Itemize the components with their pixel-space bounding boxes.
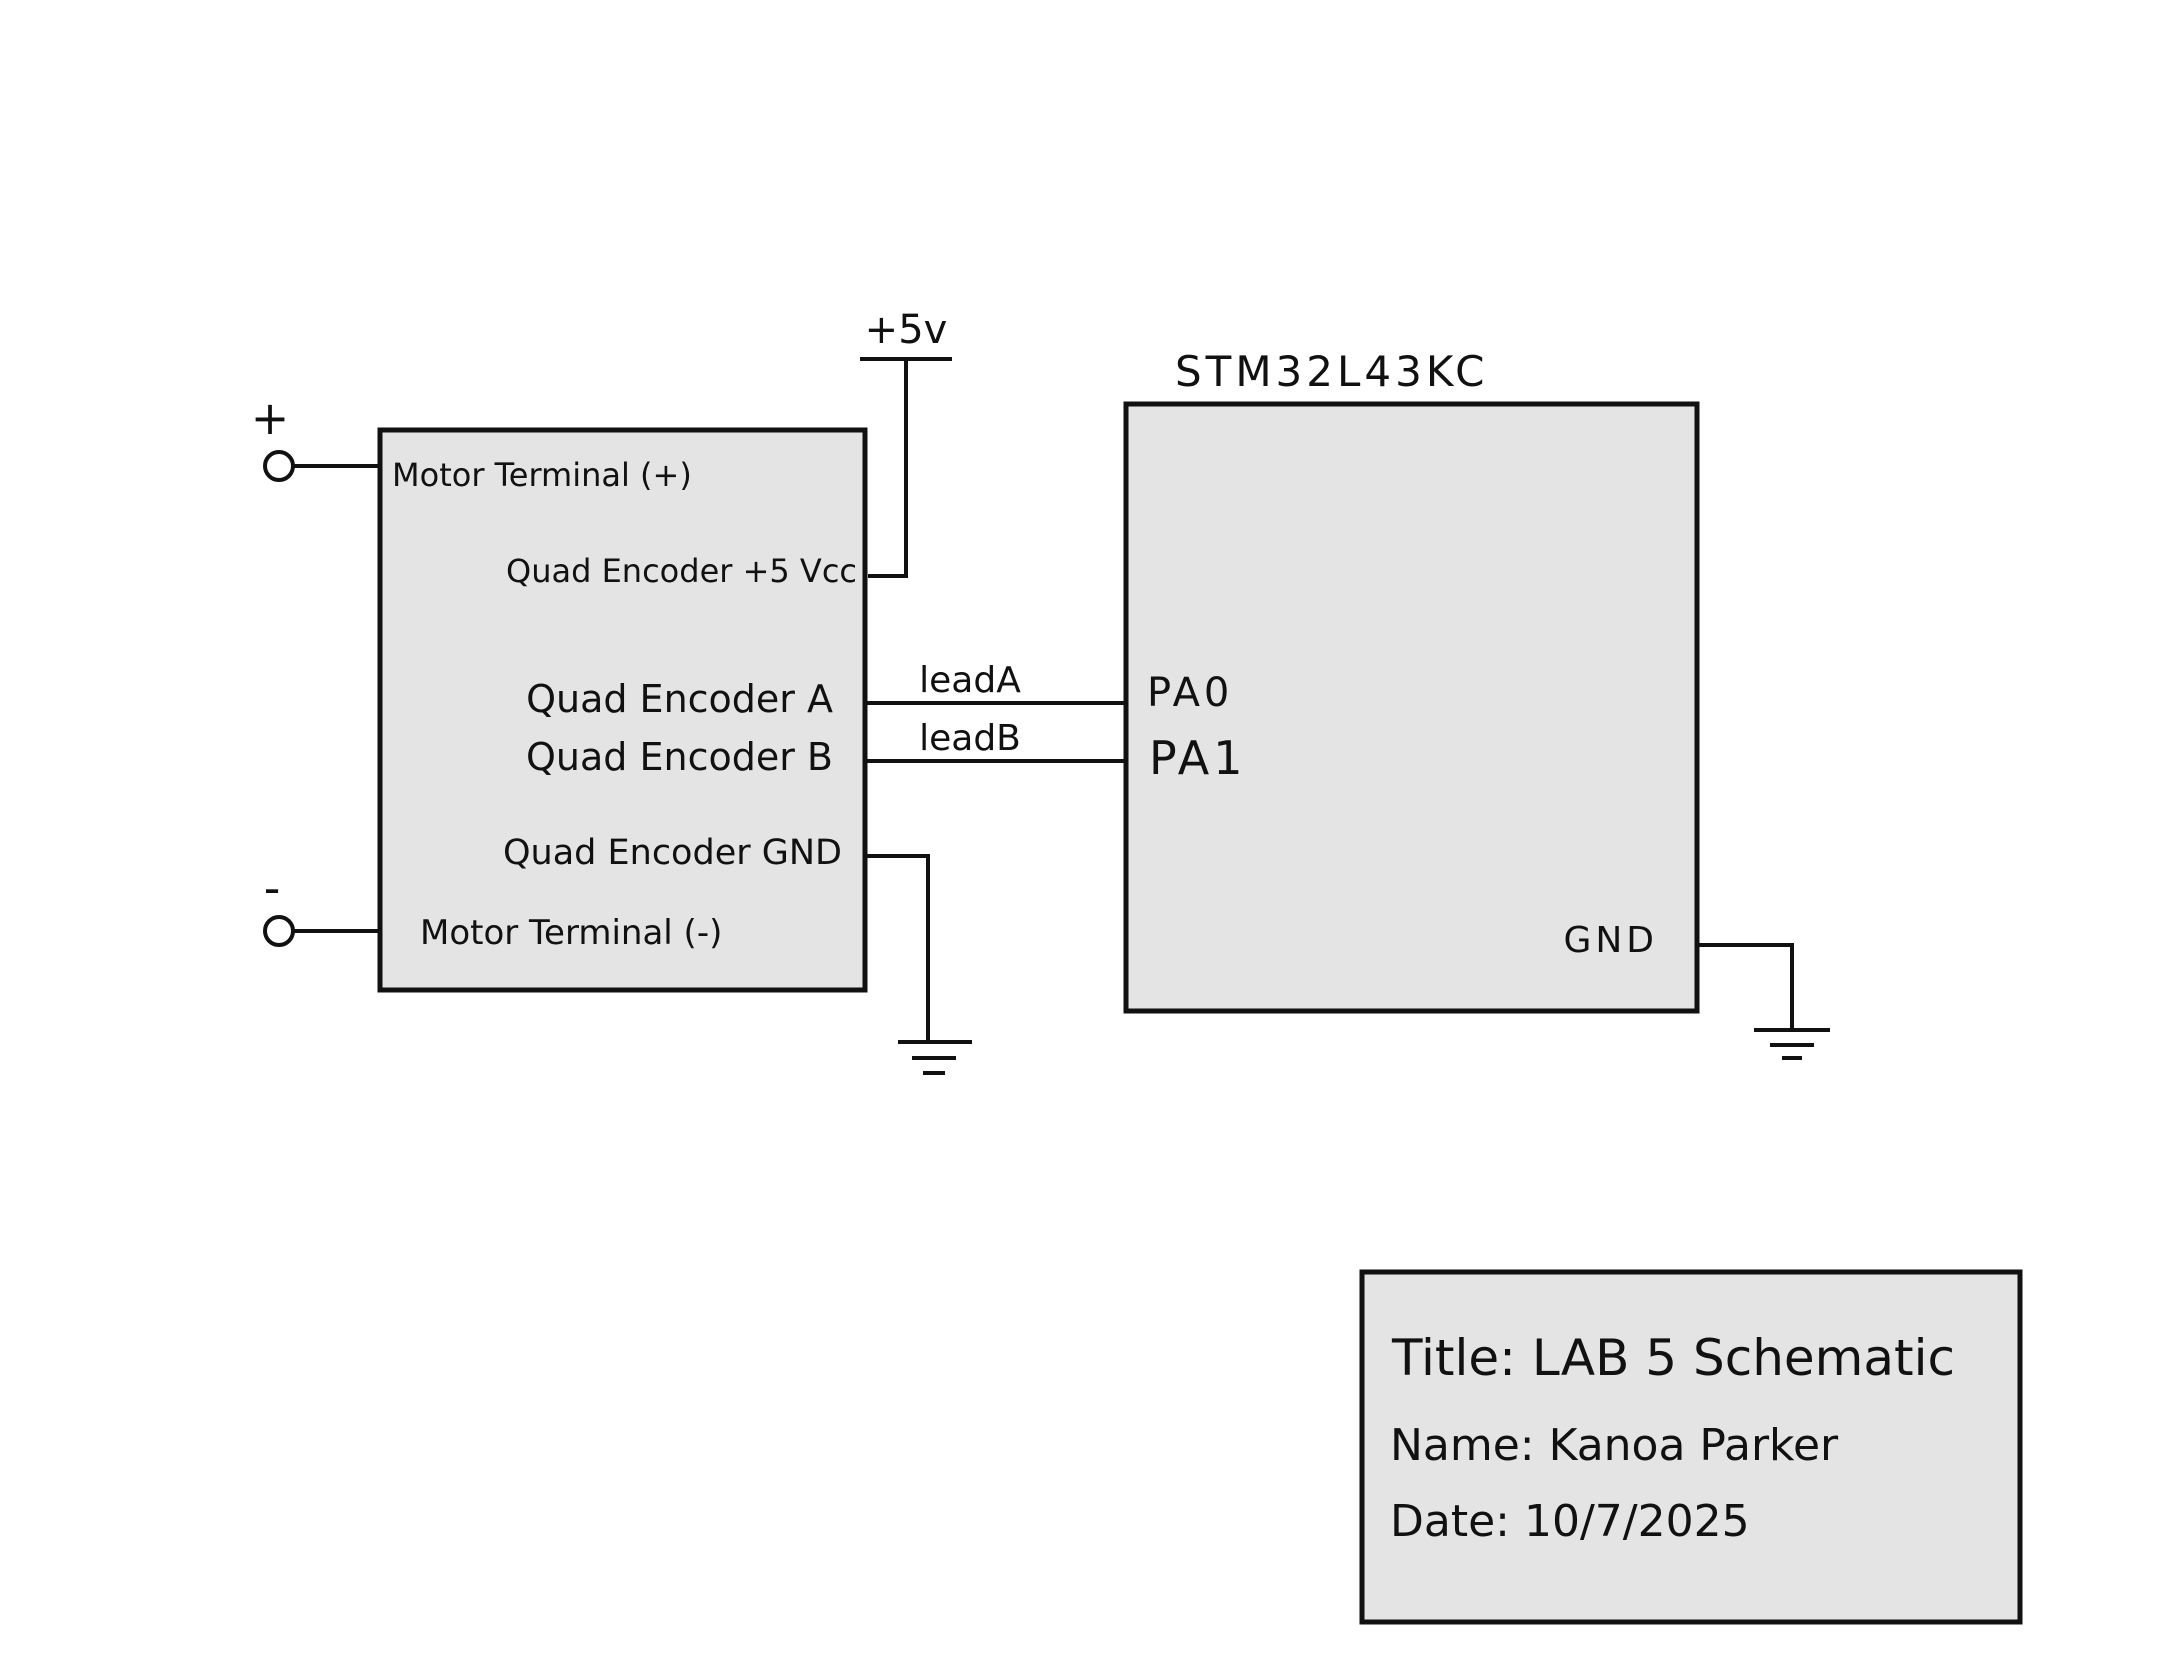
pin-pa1: PA1 (1149, 731, 1247, 785)
title-text: Title: LAB 5 Schematic (1391, 1329, 1955, 1387)
plus-terminal-icon (263, 450, 295, 482)
date-text: Date: 10/7/2025 (1390, 1496, 1750, 1547)
pin-encoder-a: Quad Encoder A (526, 677, 833, 721)
title-block: Title: LAB 5 Schematic Name: Kanoa Parke… (1359, 1269, 2023, 1625)
plus-symbol: + (251, 391, 290, 445)
title-block-outline (1359, 1269, 2023, 1625)
lead-b-label: leadB (919, 718, 1021, 759)
encoder-ground (864, 854, 972, 1075)
motor-block-outline (377, 427, 868, 993)
pin-encoder-b: Quad Encoder B (526, 735, 833, 779)
pin-gnd: GND (1563, 920, 1658, 961)
pin-encoder-gnd: Quad Encoder GND (503, 833, 842, 873)
mcu-block: STM32L43KC PA0 PA1 GND (1123, 347, 1700, 1014)
encoder-gnd-wire (864, 854, 930, 1044)
pin-pa0: PA0 (1147, 670, 1233, 716)
lead-a-label: leadA (919, 660, 1021, 701)
pin-encoder-vcc: Quad Encoder +5 Vcc (506, 552, 857, 590)
mcu-gnd-wire (1696, 943, 1794, 1032)
pin-motor-plus: Motor Terminal (+) (392, 456, 692, 494)
supply-5v: +5v (860, 307, 952, 578)
motor-terminal-minus: - (263, 861, 380, 947)
mcu-ground (1696, 943, 1830, 1060)
name-text: Name: Kanoa Parker (1390, 1420, 1839, 1471)
minus-symbol: - (264, 861, 281, 915)
mcu-block-outline (1123, 401, 1700, 1014)
motor-encoder-block: Motor Terminal (+) Quad Encoder +5 Vcc Q… (377, 427, 868, 993)
lead-wires: leadA leadB (864, 660, 1128, 763)
vcc-wire (868, 357, 908, 578)
pin-motor-minus: Motor Terminal (-) (420, 913, 722, 953)
minus-terminal-icon (263, 915, 295, 947)
supply-label: +5v (865, 307, 948, 353)
mcu-name: STM32L43KC (1175, 347, 1488, 396)
motor-terminal-plus: + (251, 391, 380, 482)
